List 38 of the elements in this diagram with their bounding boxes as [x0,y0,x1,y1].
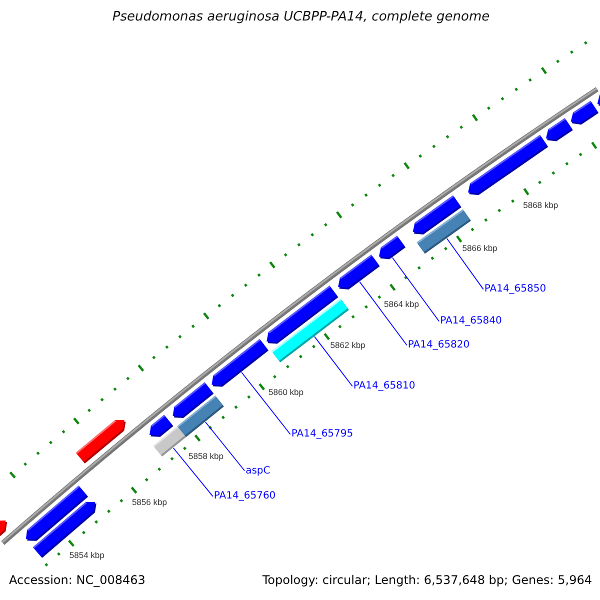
gene-block [177,396,224,438]
diagram-title: Pseudomonas aeruginosa UCBPP-PA14, complete genome [112,10,490,26]
leader-line [392,257,440,322]
gene-feature [546,118,573,142]
scale-label: 5866 kbp [462,243,498,252]
leader-line [241,372,291,435]
gene-label: aspC [246,465,270,477]
gene-label: PA14_65850 [484,284,546,296]
gene-label: PA14_65795 [291,428,354,440]
gene-feature [212,339,269,387]
genome-summary-text: Topology: circular; Length: 6,537,648 bp; Genes: 5,964 [262,574,592,588]
leader-line [359,281,408,346]
scale-label: 5856 kbp [132,498,167,506]
gene-label: PA14_65810 [353,380,416,392]
accession-text: Accession: NC_008463 [9,574,146,588]
gene-feature [338,254,380,290]
gene-feature [150,414,174,437]
gene-label: PA14_65760 [214,490,276,502]
gene-block [153,426,186,457]
scale-label: 5858 kbp [188,451,224,460]
leader-line [172,448,214,497]
gene-label: PA14_65840 [440,316,502,328]
scale-label: 5868 kbp [523,200,558,210]
gene-label: PA14_65820 [408,339,470,351]
leader-line [314,336,353,387]
leader-line [446,238,484,290]
scale-label: 5860 kbp [268,388,304,396]
gene-feature [597,94,600,106]
gene-feature [0,520,8,536]
gene-feature [378,236,406,260]
scale-label: 5862 kbp [330,340,366,349]
gene-block [272,298,349,362]
scale-label: 5854 kbp [69,550,104,560]
gene-feature [570,100,599,125]
gene-feature [468,134,548,196]
gene-feature [76,420,126,464]
scale-label: 5864 kbp [384,300,419,309]
leader-line [204,422,246,472]
